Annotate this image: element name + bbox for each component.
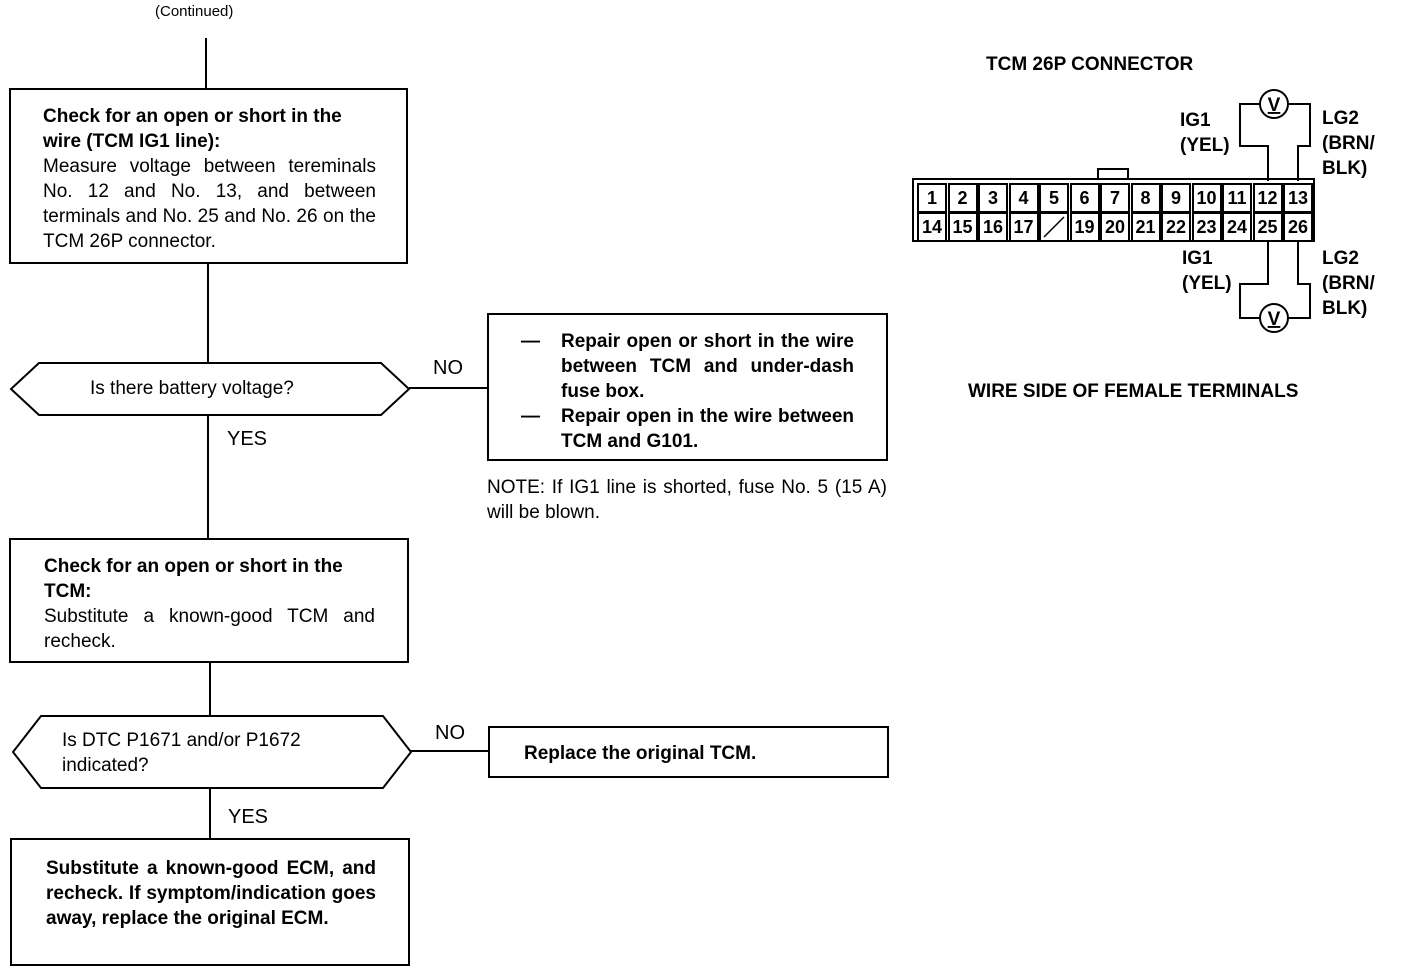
decision2-hexagon (11, 715, 413, 789)
step1-box: Check for an open or short in the wire (… (9, 88, 408, 264)
pin-10: 10 (1191, 183, 1222, 213)
bottom-voltmeter-wiring: V (1239, 240, 1311, 333)
wire-label-lg2-bottom: LG2 (BRN/ BLK) (1322, 246, 1375, 321)
pin-7: 7 (1100, 183, 1130, 213)
pin-12: 12 (1252, 183, 1283, 213)
decision1-yes-label: YES (227, 428, 268, 450)
wire-label-lg2-top: LG2 (BRN/ BLK) (1322, 106, 1375, 181)
decision2-question: Is DTC P1671 and/or P1672 indicated? (62, 730, 301, 776)
pin-20: 20 (1100, 212, 1130, 242)
pin-5: 5 (1039, 183, 1069, 213)
pin-23: 23 (1191, 212, 1222, 242)
pin-14: 14 (917, 212, 947, 242)
top-voltmeter-wiring: V (1239, 89, 1311, 181)
flow-line (207, 264, 209, 362)
pin-3: 3 (978, 183, 1008, 213)
empty-slot-icon (1043, 216, 1065, 238)
decision1-question: Is there battery voltage? (90, 378, 294, 399)
pin-22: 22 (1161, 212, 1191, 242)
pin-1: 1 (917, 183, 947, 213)
repair1-item: — Repair open or short in the wire betwe… (521, 329, 854, 404)
step3-box: Substitute a known-good ECM, and recheck… (10, 838, 410, 966)
continued-label: (Continued) (155, 3, 234, 20)
flow-line (409, 387, 487, 389)
pin-24: 24 (1222, 212, 1252, 242)
repair1-item: — Repair open in the wire between TCM an… (521, 404, 854, 454)
wire-label-ig1-bottom: IG1 (YEL) (1182, 246, 1232, 296)
pin-6: 6 (1069, 183, 1100, 213)
pin-19: 19 (1069, 212, 1100, 242)
repair2-text: Replace the original TCM. (524, 743, 757, 764)
decision2-no-label: NO (435, 722, 465, 744)
wire-label-ig1-top: IG1 (YEL) (1180, 108, 1230, 158)
flow-line (205, 38, 207, 88)
pin-4: 4 (1008, 183, 1039, 213)
pin-17: 17 (1008, 212, 1039, 242)
pin-25: 25 (1252, 212, 1283, 242)
step3-text: Substitute a known-good ECM, and recheck… (46, 858, 376, 929)
pin-26: 26 (1283, 212, 1313, 242)
repair1-item-text: Repair open in the wire between TCM and … (561, 406, 854, 452)
wire-color: (YEL) (1180, 135, 1230, 156)
pin-21: 21 (1130, 212, 1161, 242)
repair1-note: NOTE: If IG1 line is shorted, fuse No. 5… (487, 477, 887, 523)
pin-13: 13 (1283, 183, 1313, 213)
repair1-item-text: Repair open or short in the wire between… (561, 331, 854, 402)
pin-9: 9 (1161, 183, 1191, 213)
flow-line (209, 789, 211, 839)
step2-body: Substitute a known-good TCM and recheck. (44, 606, 375, 652)
step2-box: Check for an open or short in the TCM: S… (9, 538, 409, 663)
step1-title: Check for an open or short in the wire (… (43, 106, 342, 152)
decision2-yes-label: YES (228, 806, 269, 828)
pin-11: 11 (1222, 183, 1252, 213)
decision1-hexagon (9, 362, 411, 416)
pin-15: 15 (947, 212, 978, 242)
wire-name: IG1 (1182, 248, 1213, 269)
flow-line (207, 416, 209, 539)
connector-title: TCM 26P CONNECTOR (986, 54, 1194, 75)
wire-color: BLK) (1322, 298, 1368, 319)
wire-name: IG1 (1180, 110, 1211, 131)
voltmeter-top-symbol: V (1268, 95, 1281, 116)
flow-line (209, 663, 211, 715)
pin-empty-slot (1039, 212, 1069, 242)
connector-latch (1097, 168, 1129, 180)
step2-title: Check for an open or short in the TCM: (44, 556, 343, 602)
wire-color: (YEL) (1182, 273, 1232, 294)
dash-icon: — (521, 331, 540, 352)
wire-color: (BRN/ (1322, 133, 1375, 154)
repair2-box: Replace the original TCM. (488, 726, 889, 778)
connector-caption: WIRE SIDE OF FEMALE TERMINALS (968, 381, 1299, 402)
pin-8: 8 (1130, 183, 1161, 213)
decision1-no-label: NO (433, 357, 463, 379)
wire-name: LG2 (1322, 248, 1359, 269)
dash-icon: — (521, 406, 540, 427)
repair1-box: — Repair open or short in the wire betwe… (487, 313, 888, 461)
pin-16: 16 (978, 212, 1008, 242)
step1-body: Measure voltage between tereminals No. 1… (43, 156, 376, 252)
wire-name: LG2 (1322, 108, 1359, 129)
wire-color: (BRN/ (1322, 273, 1375, 294)
pin-2: 2 (947, 183, 978, 213)
flow-line (411, 750, 489, 752)
wire-color: BLK) (1322, 158, 1368, 179)
voltmeter-bottom-symbol: V (1268, 309, 1281, 330)
